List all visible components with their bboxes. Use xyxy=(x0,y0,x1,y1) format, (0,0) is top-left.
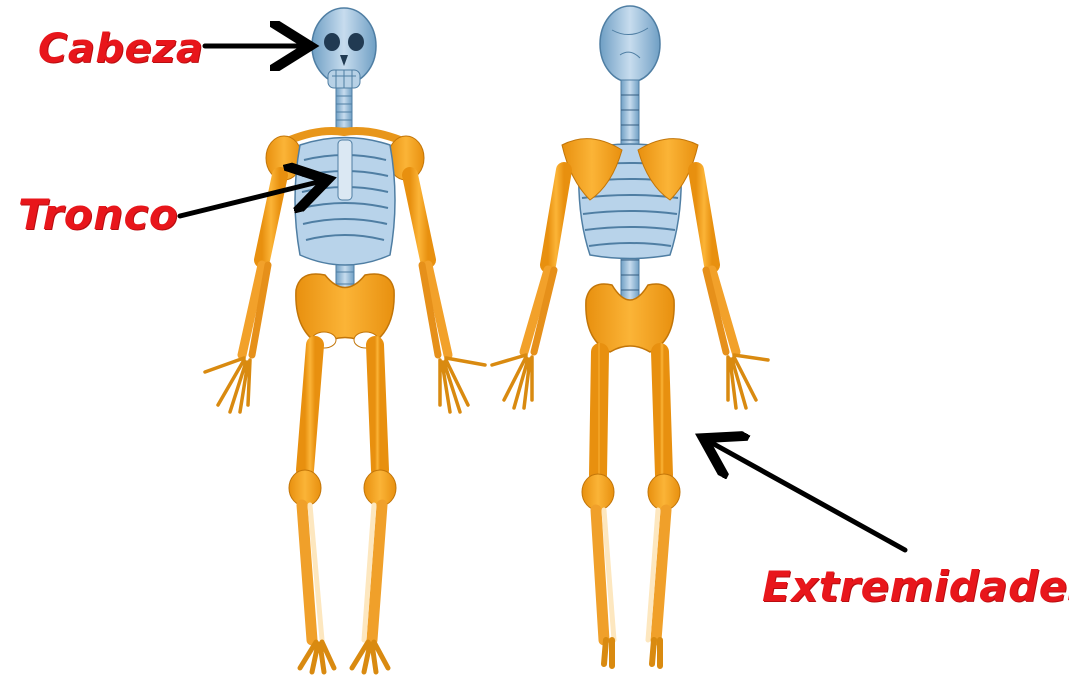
back-skull xyxy=(600,6,660,82)
back-hands xyxy=(492,355,768,408)
label-limbs: Extremidades xyxy=(762,562,1069,611)
back-skeleton xyxy=(492,6,768,666)
limbs-arrow xyxy=(712,443,905,550)
label-trunk: Tronco xyxy=(18,190,178,239)
front-ribcage xyxy=(295,138,395,266)
front-feet xyxy=(300,642,388,672)
back-legs xyxy=(582,352,680,640)
front-skeleton xyxy=(205,8,485,672)
front-skull xyxy=(312,8,376,88)
front-hands xyxy=(205,358,485,412)
back-feet xyxy=(604,640,660,666)
front-legs xyxy=(289,345,396,640)
label-head: Cabeza xyxy=(38,26,203,72)
